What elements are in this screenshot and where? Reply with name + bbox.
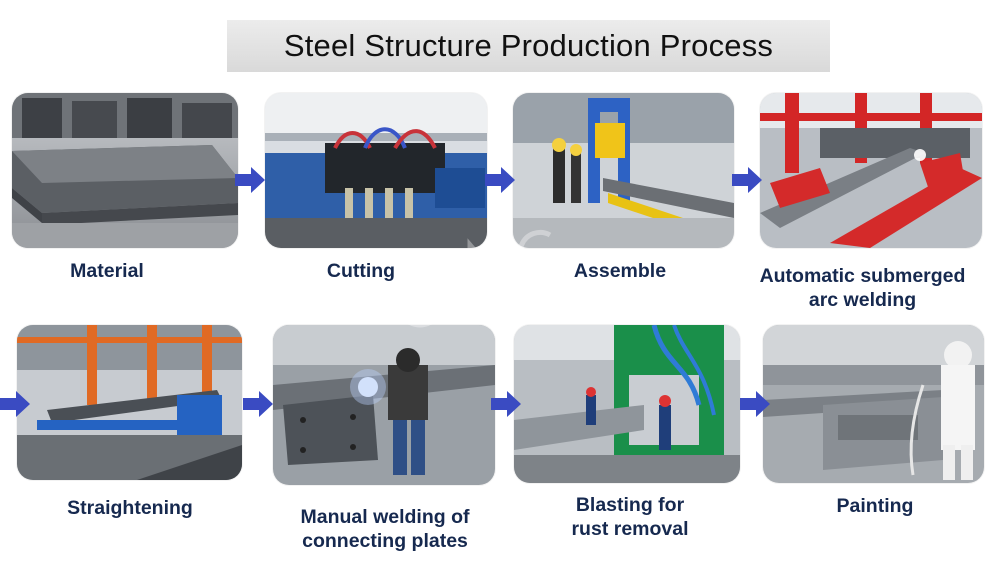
arrow-right-icon [740,391,770,417]
photo-straightening [17,325,242,480]
arrow-right-icon [0,391,30,417]
step-label-line: arc welding [808,289,917,311]
photo-submerged-arc-welding [760,93,982,248]
step-label-material: Material [12,259,202,283]
step-label-painting: Painting [770,494,980,518]
arrow-right-icon [235,167,265,193]
step-label-straightening: Straightening [20,496,240,520]
arrow-right-icon [485,167,515,193]
photo-blasting [514,325,740,483]
step-label-text: Assemble [573,260,667,282]
title-bar: Steel Structure Production Process [227,20,830,72]
arrow-right-icon [243,391,273,417]
step-label-text: Straightening [67,497,193,519]
step-label-text: Painting [836,495,914,517]
step-label-submerged-arc-welding: Automatic submerged arc welding [735,264,990,312]
arrow-right-icon [732,167,762,193]
page-title: Steel Structure Production Process [283,28,774,63]
step-label-line: Manual welding of [300,506,470,528]
step-label-assemble: Assemble [520,259,720,283]
step-label-cutting: Cutting [265,259,457,283]
photo-painting [763,325,984,483]
step-label-line: connecting plates [302,530,468,552]
step-label-text: Cutting [326,260,396,282]
photo-manual-welding [273,325,495,485]
photo-cutting [265,93,487,248]
step-label-line: Blasting for [575,494,685,516]
step-label-blasting: Blasting for rust removal [530,493,730,541]
arrow-right-icon [491,391,521,417]
step-label-line: Automatic submerged [759,265,966,287]
step-label-line: rust removal [571,518,689,540]
step-label-text: Material [70,260,144,282]
photo-assemble [513,93,734,248]
photo-material [12,93,238,248]
step-label-manual-welding: Manual welding of connecting plates [270,505,500,553]
